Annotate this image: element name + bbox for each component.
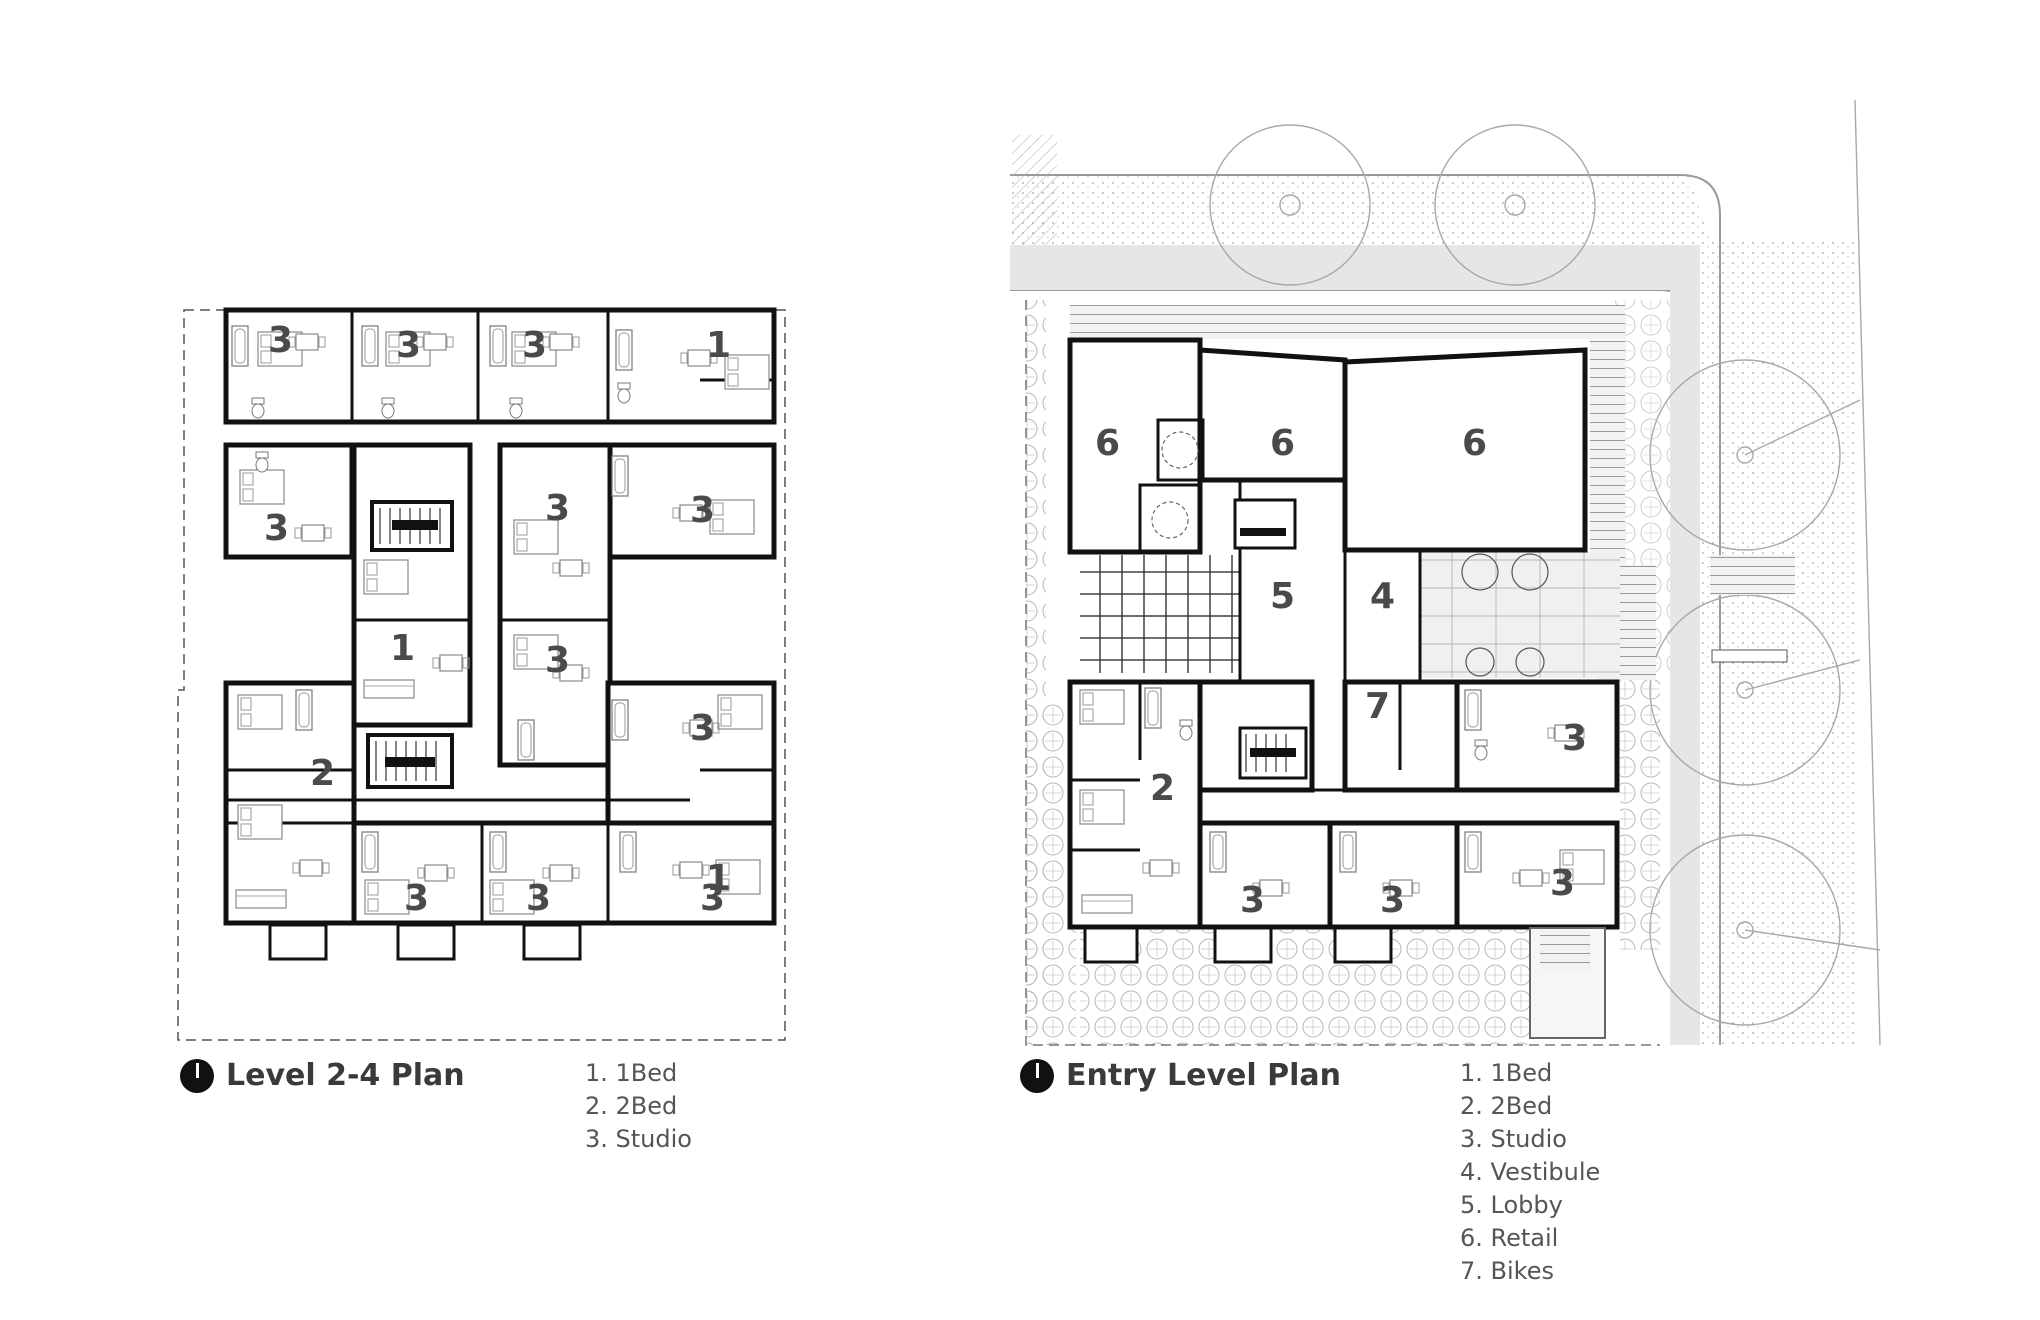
entry-level-plan: 6 6 6 5 4 7 3 2 3 3 3 <box>1010 99 1881 1046</box>
plan-title-text: Entry Level Plan <box>1066 1058 1341 1093</box>
legend-item: 1. 1Bed <box>585 1059 678 1087</box>
legend-item: 5. Lobby <box>1460 1191 1563 1219</box>
unit-label: 3 <box>1562 718 1587 759</box>
unit-label: 5 <box>1270 576 1295 617</box>
unit-label: 1 <box>390 628 415 669</box>
level-2-4-plan: 3 3 3 1 3 3 3 3 1 2 3 3 3 3 1 <box>177 307 786 1041</box>
unit-label: 3 <box>690 490 715 531</box>
legend-item: 6. Retail <box>1460 1224 1559 1252</box>
north-arrow-icon <box>1020 1058 1054 1093</box>
legend-item: 3. Studio <box>585 1125 692 1153</box>
unit-label: 6 <box>1270 423 1295 464</box>
unit-label: 3 <box>526 878 551 919</box>
unit-label: 3 <box>264 508 289 549</box>
legend-item: 7. Bikes <box>1460 1257 1554 1285</box>
unit-label: 4 <box>1370 576 1395 617</box>
unit-label: 3 <box>268 320 293 361</box>
unit-label: 1 <box>706 858 731 899</box>
unit-label: 6 <box>1462 423 1487 464</box>
plan-title-text: Level 2-4 Plan <box>226 1058 465 1093</box>
unit-label: 3 <box>700 878 725 919</box>
plan-title-entry-level: Entry Level Plan <box>1020 1058 1341 1093</box>
unit-label: 3 <box>545 640 570 681</box>
unit-label: 7 <box>1365 686 1390 727</box>
legend-item: 2. 2Bed <box>1460 1092 1553 1120</box>
unit-label: 3 <box>545 488 570 529</box>
unit-label: 3 <box>1380 880 1405 921</box>
unit-label: 6 <box>1095 423 1120 464</box>
legend-item: 3. Studio <box>1460 1125 1567 1153</box>
unit-label: 3 <box>522 325 547 366</box>
unit-label: 3 <box>1240 880 1265 921</box>
legend-entry-level: 1. 1Bed 2. 2Bed 3. Studio 4. Vestibule 5… <box>1460 1057 1600 1288</box>
unit-label: 2 <box>1150 768 1175 809</box>
unit-label: 2 <box>310 753 335 794</box>
unit-label: 3 <box>396 325 421 366</box>
unit-label: 3 <box>1550 863 1575 904</box>
legend-level-2-4: 1. 1Bed 2. 2Bed 3. Studio <box>585 1057 692 1156</box>
north-arrow-icon <box>180 1058 214 1093</box>
plan-title-level-2-4: Level 2-4 Plan <box>180 1058 465 1093</box>
legend-item: 4. Vestibule <box>1460 1158 1601 1186</box>
legend-item: 1. 1Bed <box>1460 1059 1553 1087</box>
unit-label: 3 <box>404 878 429 919</box>
unit-label: 3 <box>690 708 715 749</box>
unit-label: 1 <box>706 325 731 366</box>
legend-item: 2. 2Bed <box>585 1092 678 1120</box>
